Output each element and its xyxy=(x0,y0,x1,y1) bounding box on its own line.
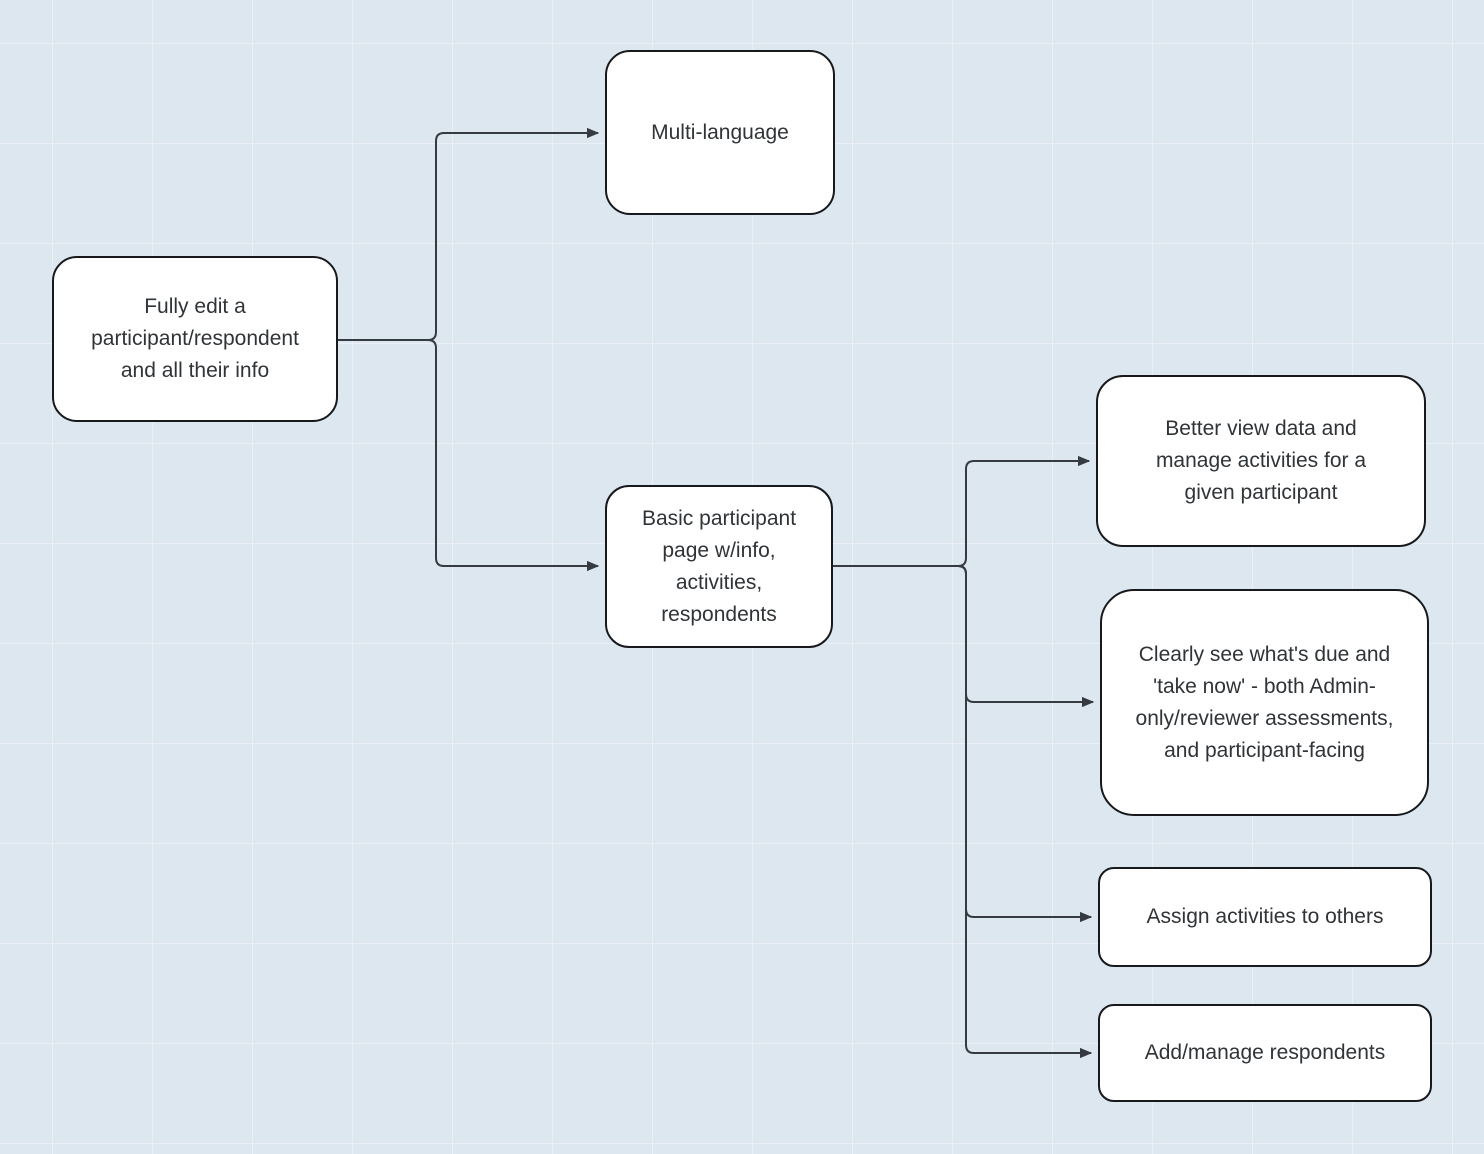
node-label: Basic participant page w/info, activitie… xyxy=(641,506,797,626)
node-label: Clearly see what's due and 'take now' - … xyxy=(1135,642,1394,762)
edge-basic-page-to-assign-activities[interactable] xyxy=(833,565,1093,923)
node-label: Assign activities to others xyxy=(1146,905,1384,928)
node-multi-language[interactable]: Multi-language xyxy=(605,50,835,215)
node-basic-participant-page[interactable]: Basic participant page w/info, activitie… xyxy=(605,485,833,648)
node-label: Add/manage respondents xyxy=(1144,1041,1386,1064)
node-label: Better view data and manage activities f… xyxy=(1155,417,1367,504)
edge-basic-page-to-better-view-data[interactable] xyxy=(833,455,1091,567)
node-clearly-see-whats-due[interactable]: Clearly see what's due and 'take now' - … xyxy=(1100,589,1429,816)
edge-fully-edit-to-basic-participant-page[interactable] xyxy=(338,339,600,572)
node-label: Multi-language xyxy=(651,120,789,144)
node-add-manage-respondents[interactable]: Add/manage respondents xyxy=(1098,1004,1432,1102)
node-assign-activities[interactable]: Assign activities to others xyxy=(1098,867,1432,967)
edge-basic-page-to-clearly-see-whats-due[interactable] xyxy=(833,565,1095,708)
node-better-view-data[interactable]: Better view data and manage activities f… xyxy=(1096,375,1426,547)
node-fully-edit-participant[interactable]: Fully edit a participant/respondent and … xyxy=(52,256,338,422)
edge-fully-edit-to-multi-language[interactable] xyxy=(338,127,600,341)
node-label: Fully edit a participant/respondent and … xyxy=(91,295,299,382)
edge-basic-page-to-add-manage-respondents[interactable] xyxy=(833,565,1093,1059)
